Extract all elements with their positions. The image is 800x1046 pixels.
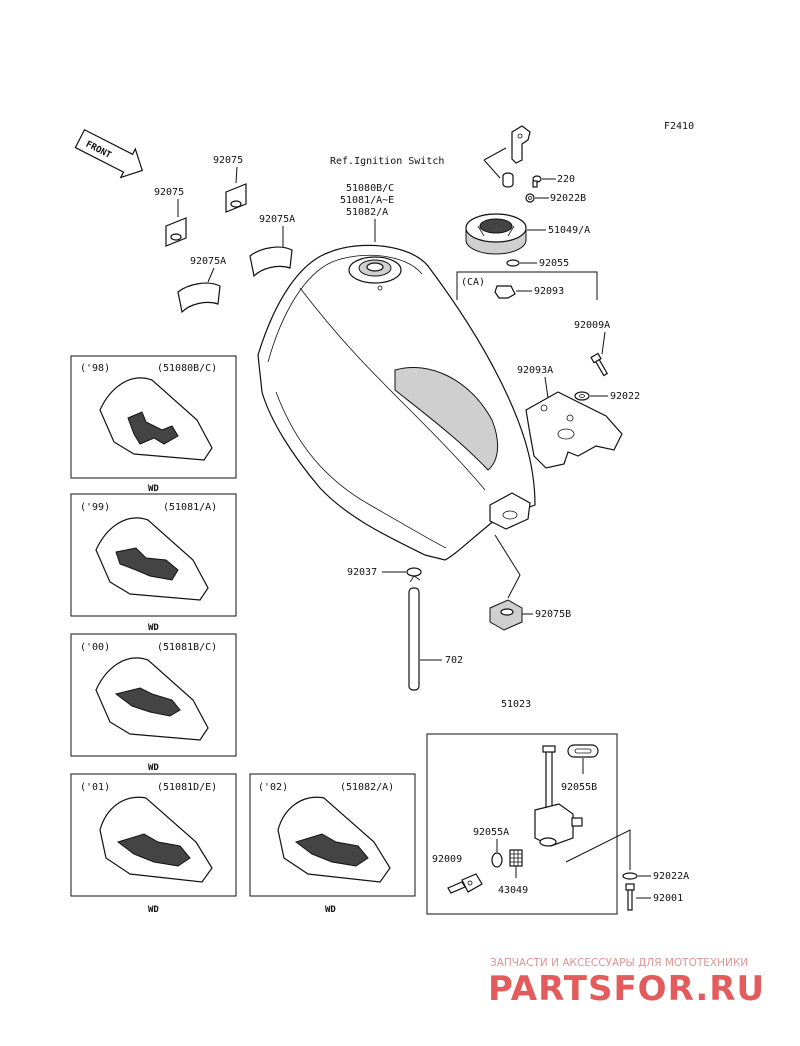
variant-box-02: ('02) (51082/A) WD xyxy=(249,773,416,915)
bolt-92009A-icon xyxy=(590,352,609,377)
ignition-key-icon xyxy=(511,125,531,164)
part-92075B-label: 92075B xyxy=(535,609,571,620)
ca-label: (CA) xyxy=(461,277,485,288)
filter-43049-icon xyxy=(509,849,523,867)
part-92055A-label: 92055A xyxy=(473,827,509,838)
part-92093-label: 92093 xyxy=(534,286,564,297)
part-92075-label-a: 92075 xyxy=(213,155,243,166)
part-92037-label: 92037 xyxy=(347,567,377,578)
variant-code-99: (51081/A) xyxy=(163,502,217,513)
washer-92022B-icon xyxy=(525,193,535,203)
part-92022B-label: 92022B xyxy=(550,193,586,204)
part-92075A-label-b: 92075A xyxy=(190,256,226,267)
watermark: ЗАПЧАСТИ И АКСЕССУАРЫ ДЛЯ МОТОТЕХНИКИ PA… xyxy=(488,957,765,1009)
grommet-92093-icon xyxy=(494,285,516,299)
variant-foot-02: WD xyxy=(325,905,336,915)
cushion-92075-a-icon xyxy=(225,183,247,213)
variant-box-00: ('00) (51081B/C) WD xyxy=(70,633,237,773)
rubber-92075A-a-icon xyxy=(249,246,293,278)
part-92009A-label: 92009A xyxy=(574,320,610,331)
variant-code-98: (51080B/C) xyxy=(157,363,217,374)
part-51023-label: 51023 xyxy=(501,699,531,710)
fuel-tank-icon xyxy=(257,244,536,561)
variant-foot-98: WD xyxy=(148,484,159,494)
part-51049A-label: 51049/A xyxy=(548,225,590,236)
variant-code-02: (51082/A) xyxy=(340,782,394,793)
part-92075A-label-a: 92075A xyxy=(259,214,295,225)
part-92001-label: 92001 xyxy=(653,893,683,904)
part-92093A-label: 92093A xyxy=(517,365,553,376)
variant-year-99: ('99) xyxy=(80,502,110,513)
watermark-logo-text: PARTSFOR.RU xyxy=(488,969,765,1009)
tank-code-line1: 51080B/C xyxy=(346,183,394,194)
fuel-cock-box xyxy=(426,733,618,915)
damper-92075B-icon xyxy=(489,599,523,631)
fuel-cock-icon xyxy=(534,745,583,847)
part-220-label: 220 xyxy=(557,174,575,185)
part-702-label: 702 xyxy=(445,655,463,666)
rubber-92075A-b-icon xyxy=(177,282,221,314)
o-ring-92055A-icon xyxy=(491,852,503,868)
bracket-plate-92093A-icon xyxy=(525,391,623,469)
washer-92022A-icon xyxy=(622,872,638,880)
hose-702-icon xyxy=(408,587,420,691)
bolt-92001-icon xyxy=(625,883,635,911)
part-92075-label-b: 92075 xyxy=(154,187,184,198)
variant-foot-00: WD xyxy=(148,763,159,773)
tank-code-line3: 51082/A xyxy=(346,207,388,218)
tank-code-line2: 51081/A~E xyxy=(340,195,394,206)
variant-year-00: ('00) xyxy=(80,642,110,653)
variant-box-98: ('98) (51080B/C) WD xyxy=(70,355,237,494)
part-92055B-label: 92055B xyxy=(561,782,597,793)
figure-code: F2410 xyxy=(664,121,694,132)
part-92009-label: 92009 xyxy=(432,854,462,865)
cushion-92075-b-icon xyxy=(165,217,187,247)
variant-code-01: (51081D/E) xyxy=(157,782,217,793)
variant-code-00: (51081B/C) xyxy=(157,642,217,653)
gasket-92055B-icon xyxy=(567,744,599,758)
ref-ignition-label: Ref.Ignition Switch xyxy=(330,156,444,167)
key-cylinder-icon xyxy=(502,172,514,188)
front-arrow-icon: FRONT xyxy=(74,128,144,179)
part-92022-label: 92022 xyxy=(610,391,640,402)
variant-foot-99: WD xyxy=(148,623,159,633)
watermark-top-text: ЗАПЧАСТИ И АКСЕССУАРЫ ДЛЯ МОТОТЕХНИКИ xyxy=(490,957,748,969)
screw-220-icon xyxy=(532,175,542,188)
washer-92022-icon xyxy=(574,391,590,401)
fuel-cap-icon xyxy=(465,213,527,255)
part-92055-label: 92055 xyxy=(539,258,569,269)
variant-year-02: ('02) xyxy=(258,782,288,793)
variant-year-01: ('01) xyxy=(80,782,110,793)
variant-year-98: ('98) xyxy=(80,363,110,374)
screw-92009-icon xyxy=(447,873,483,894)
clamp-92037-icon xyxy=(406,567,422,583)
variant-foot-01: WD xyxy=(148,905,159,915)
part-43049-label: 43049 xyxy=(498,885,528,896)
o-ring-92055-icon xyxy=(506,259,520,267)
variant-box-01: ('01) (51081D/E) WD xyxy=(70,773,237,915)
part-92022A-label: 92022A xyxy=(653,871,689,882)
variant-box-99: ('99) (51081/A) WD xyxy=(70,493,237,633)
